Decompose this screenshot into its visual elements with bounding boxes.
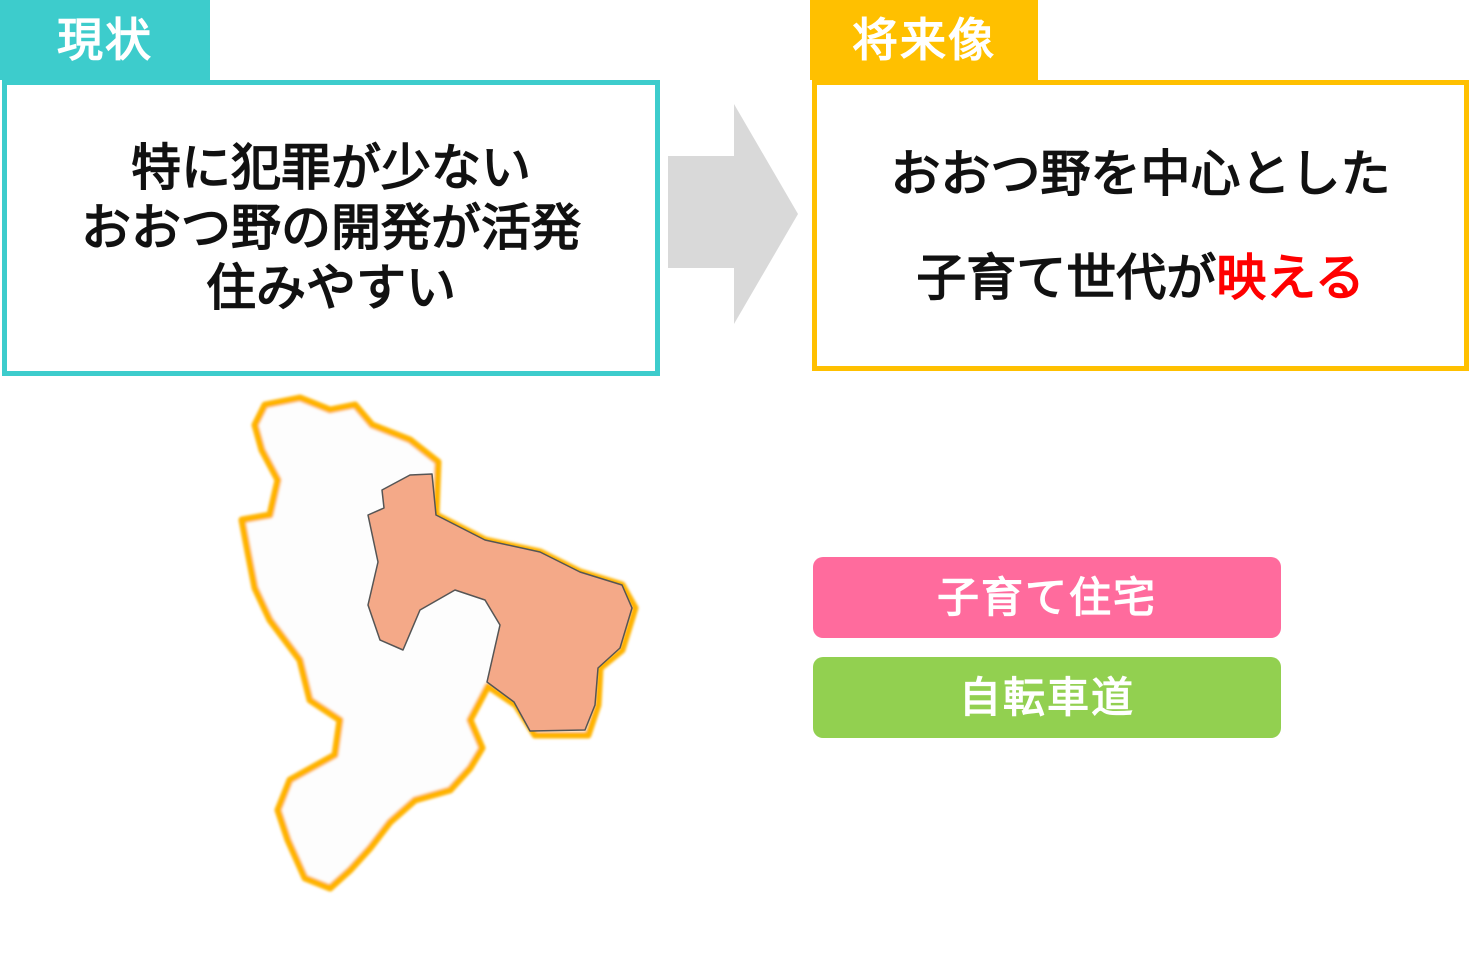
- current-state-line-3: 住みやすい: [206, 259, 456, 317]
- future-vision-line-2: 子育て世代が映える: [916, 226, 1365, 330]
- future-vision-line-1: おおつ野を中心とした: [890, 144, 1391, 203]
- district-map: [238, 394, 639, 892]
- right-arrow-icon: [668, 104, 798, 324]
- future-vision-line-2-text: 子育て世代が: [916, 248, 1217, 307]
- future-vision-box: おおつ野を中心とした 子育て世代が映える: [812, 80, 1469, 371]
- current-state-line-2: おおつ野の開発が活発: [81, 199, 581, 257]
- current-state-line-1: 特に犯罪が少ない: [131, 139, 531, 197]
- current-state-box: 特に犯罪が少ない おおつ野の開発が活発 住みやすい: [2, 80, 660, 376]
- highlighted-area: [367, 473, 633, 732]
- current-state-tab: 現状: [0, 0, 210, 80]
- future-vision-tab: 将来像: [810, 0, 1038, 80]
- housing-tag: 子育て住宅: [813, 557, 1281, 638]
- bike-path-tag: 自転車道: [813, 657, 1281, 738]
- future-vision-highlight: 映える: [1216, 248, 1365, 307]
